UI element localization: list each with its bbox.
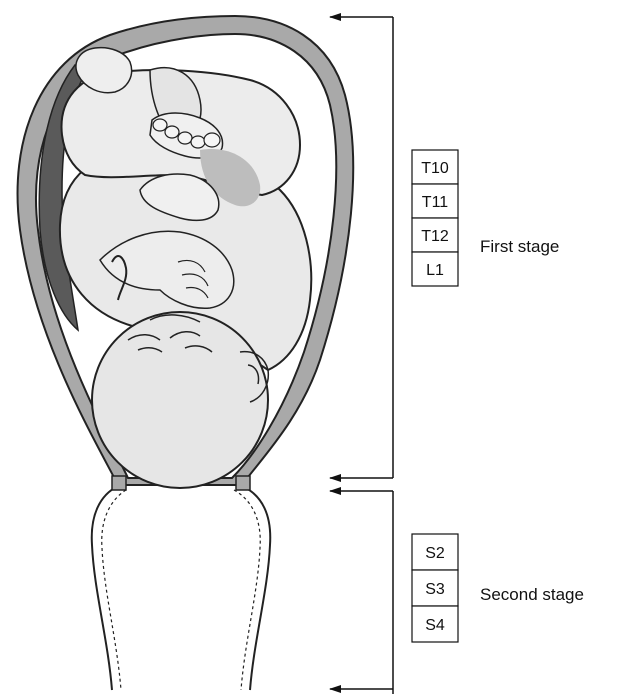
segment-label-t11: T11 <box>422 194 448 211</box>
vaginal-canal-left-inner <box>102 490 126 690</box>
segment-label-t10: T10 <box>421 160 449 177</box>
fetal-head <box>92 312 268 488</box>
cervix-right <box>236 476 250 490</box>
uterus-illustration <box>18 16 354 690</box>
segment-label-s4: S4 <box>425 617 445 634</box>
first-stage-segments: T10 T11 T12 L1 First stage <box>412 150 559 286</box>
second-stage-bracket <box>330 491 393 694</box>
vaginal-canal-left <box>92 486 118 690</box>
segment-label-s3: S3 <box>425 581 445 598</box>
vaginal-canal-right <box>242 486 270 690</box>
segment-label-s2: S2 <box>425 545 445 562</box>
first-stage-label: First stage <box>480 237 559 256</box>
cervix-left <box>112 476 126 490</box>
segment-label-t12: T12 <box>421 228 449 245</box>
second-stage-label: Second stage <box>480 585 584 604</box>
vaginal-canal-right-inner <box>234 490 260 690</box>
second-stage-segments: S2 S3 S4 Second stage <box>412 534 584 642</box>
segment-label-l1: L1 <box>426 262 444 279</box>
